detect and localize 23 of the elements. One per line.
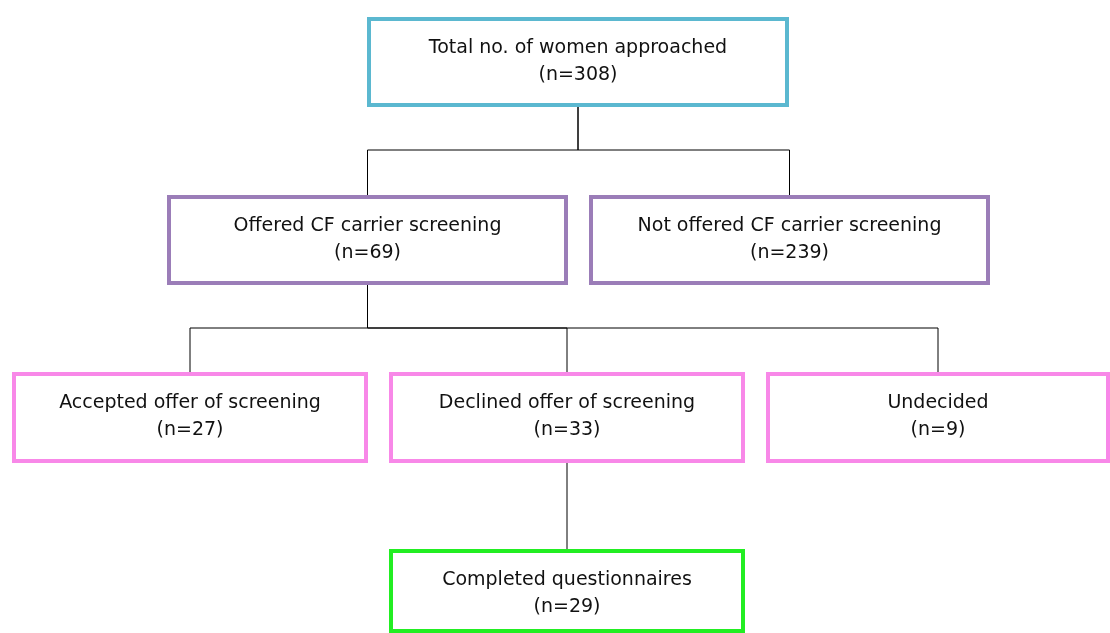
box-text: Declined offer of screening xyxy=(437,389,697,414)
box-text: (n=308) xyxy=(537,61,619,86)
process-box xyxy=(389,549,745,633)
process-box xyxy=(12,372,368,463)
box-text: Accepted offer of screening xyxy=(58,389,322,414)
process-box xyxy=(367,17,789,107)
connector-line xyxy=(577,106,790,196)
process-box xyxy=(589,195,990,285)
connector-line xyxy=(566,462,568,550)
box-text: (n=9) xyxy=(909,416,967,441)
box-text: Not offered CF carrier screening xyxy=(636,212,943,237)
box-text: Undecided xyxy=(886,389,990,414)
box-text: Offered CF carrier screening xyxy=(232,212,503,237)
box-text: (n=29) xyxy=(532,593,602,618)
box-text: (n=239) xyxy=(748,239,831,264)
box-text: Completed questionnaires xyxy=(441,566,693,591)
process-box xyxy=(389,372,745,463)
box-text: (n=69) xyxy=(333,239,402,264)
box-text: Total no. of women approached xyxy=(427,34,729,59)
process-box xyxy=(766,372,1110,463)
box-text: (n=33) xyxy=(532,416,602,441)
box-text: (n=27) xyxy=(155,416,225,441)
process-box xyxy=(167,195,568,285)
